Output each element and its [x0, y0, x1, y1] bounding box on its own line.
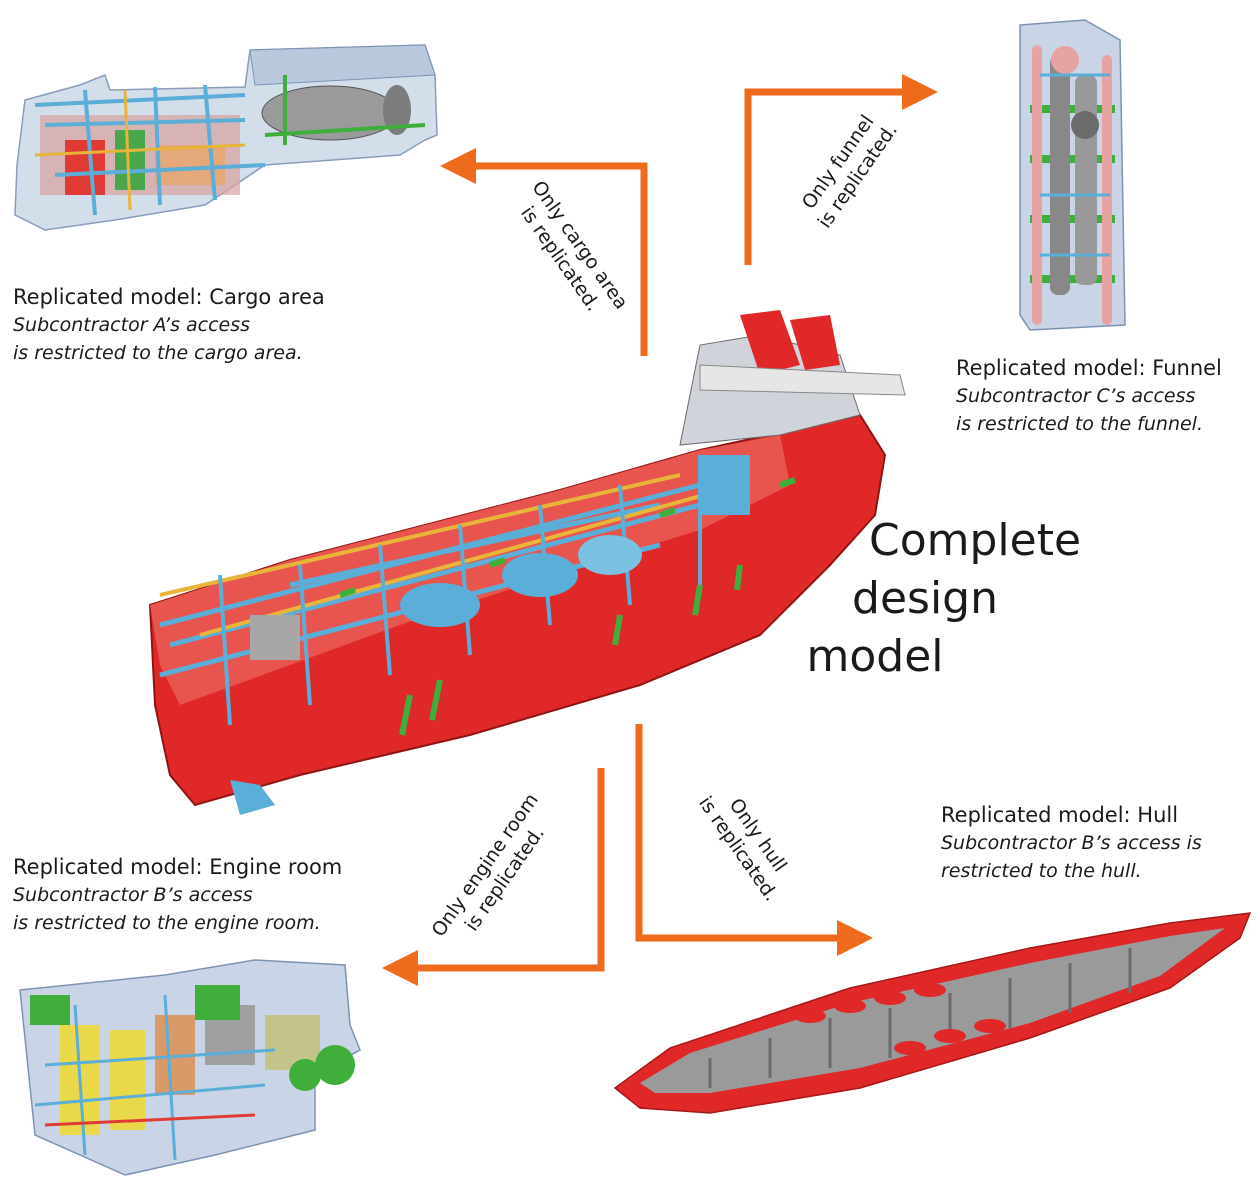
- caption-funnel: Replicated model: Funnel Subcontractor C…: [956, 354, 1222, 438]
- arrowhead-hull: [837, 920, 873, 956]
- arrowhead-cargo: [440, 148, 476, 184]
- caption-engine-title: Replicated model: Engine room: [13, 855, 343, 879]
- caption-hull: Replicated model: Hull Subcontractor B’s…: [941, 801, 1202, 885]
- caption-hull-title: Replicated model: Hull: [941, 803, 1179, 827]
- caption-cargo-line1: Subcontractor A’s access: [13, 314, 251, 336]
- hull-model-image: [613, 912, 1252, 1114]
- main-title-line3: model: [806, 631, 944, 682]
- caption-cargo-line2: is restricted to the cargo area.: [13, 342, 303, 364]
- arrow-to-engine: [412, 768, 605, 972]
- caption-funnel-line2: is restricted to the funnel.: [956, 413, 1203, 435]
- caption-funnel-line1: Subcontractor C’s access: [956, 385, 1196, 407]
- caption-engine-line2: is restricted to the engine room.: [13, 912, 321, 934]
- caption-cargo-title: Replicated model: Cargo area: [13, 285, 325, 309]
- complete-design-model-title: Complete design model: [790, 512, 1120, 686]
- main-title-line1: Complete: [868, 515, 1082, 566]
- arrow-to-funnel: [744, 88, 910, 265]
- arrow-to-hull: [635, 724, 845, 942]
- caption-hull-line1: Subcontractor B’s access is: [941, 832, 1202, 854]
- funnel-model-image: [1019, 19, 1126, 331]
- arrow-to-cargo: [470, 162, 648, 356]
- caption-engine-line1: Subcontractor B’s access: [13, 884, 253, 906]
- caption-hull-line2: restricted to the hull.: [941, 860, 1142, 882]
- complete-ship-model-image: [148, 310, 906, 815]
- caption-cargo: Replicated model: Cargo area Subcontract…: [13, 283, 325, 367]
- arrowhead-funnel: [902, 74, 938, 110]
- main-title-line2: design: [852, 573, 998, 624]
- engine-room-model-image: [19, 959, 361, 1176]
- cargo-area-model-image: [14, 44, 438, 231]
- caption-engine: Replicated model: Engine room Subcontrac…: [13, 853, 342, 937]
- caption-funnel-title: Replicated model: Funnel: [956, 356, 1222, 380]
- arrowhead-engine: [382, 950, 418, 986]
